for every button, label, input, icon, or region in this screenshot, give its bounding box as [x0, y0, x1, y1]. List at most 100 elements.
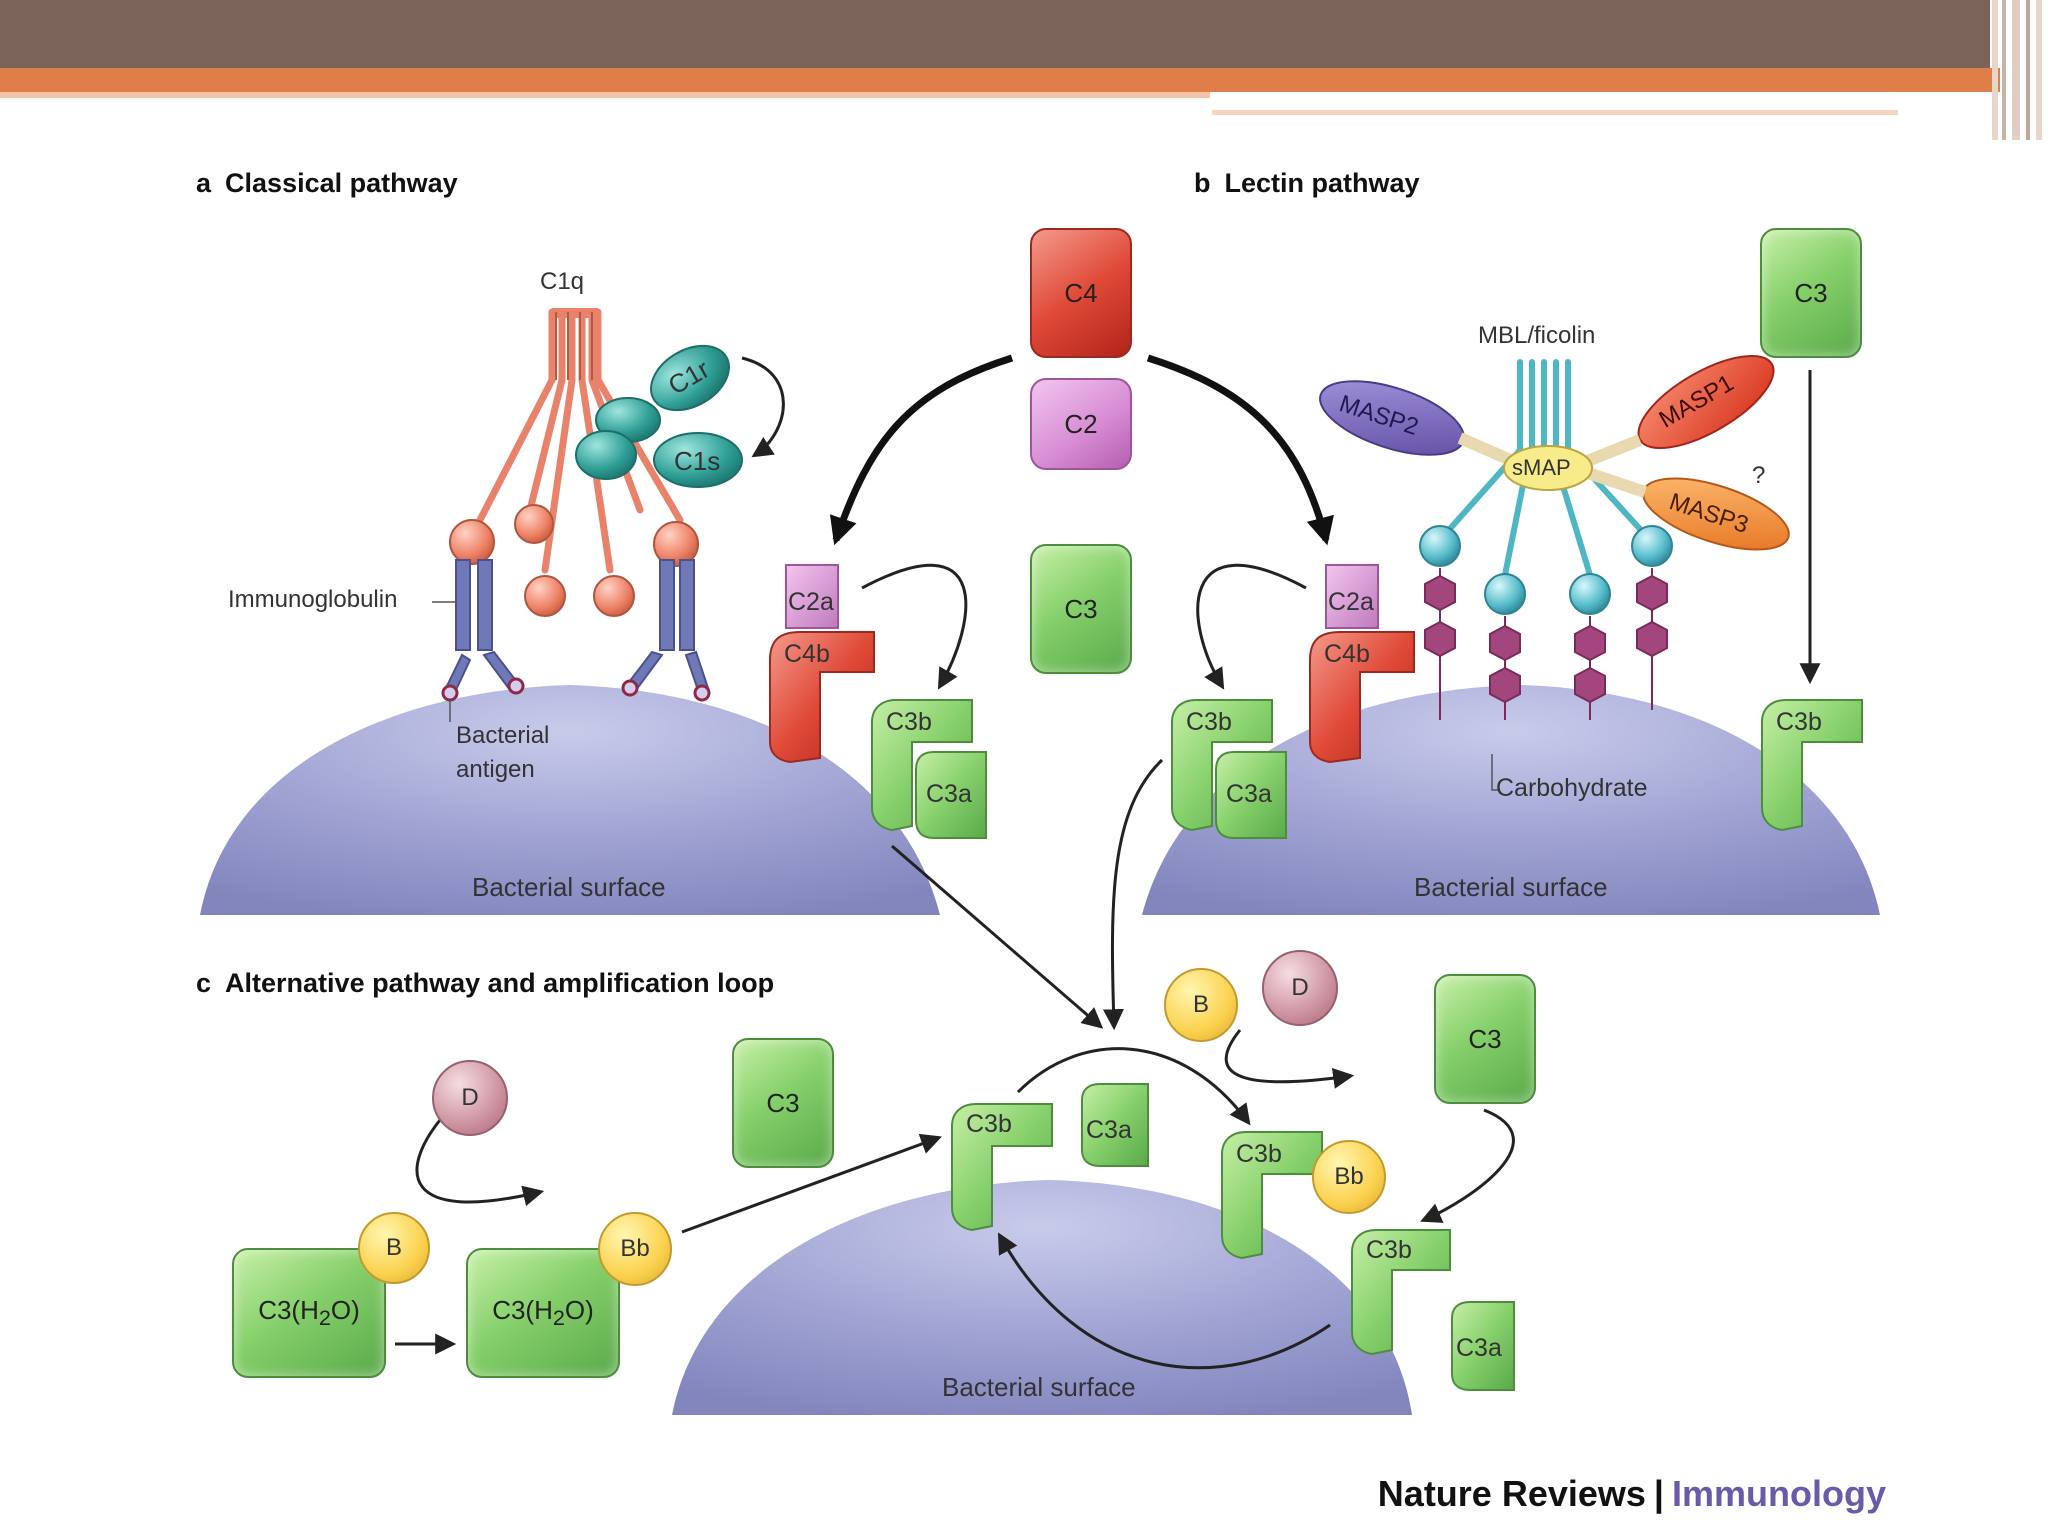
- c3b-fragment-c3: [1351, 1229, 1451, 1356]
- c3-box-lectin: C3: [1760, 228, 1862, 358]
- slide-header-bar: [0, 0, 1990, 68]
- c3b-fragment-b2: [1761, 699, 1863, 832]
- slide-corner-stripe: [2036, 0, 2042, 140]
- c3-box-alternative: C3: [732, 1038, 834, 1168]
- c3a-fragment-a: [915, 751, 987, 839]
- c3h2o-bb-to-c3b-arrow: [681, 1133, 942, 1234]
- lectin-to-alternative-arrow: [1102, 758, 1164, 1031]
- c2a-fragment-b: [1325, 564, 1379, 629]
- mbl-head: [1419, 525, 1461, 567]
- masp1-shape: [1637, 354, 1775, 450]
- c4b-label-b: C4b: [1324, 640, 1370, 668]
- bacterial-surface-label-b: Bacterial surface: [1414, 872, 1608, 902]
- c3b-fragment-c1: [951, 1103, 1053, 1232]
- mbl-ficolin-label: MBL/ficolin: [1478, 322, 1596, 349]
- d-to-b-arrow: [415, 1119, 545, 1207]
- bd-to-convertase-arrow: [1224, 1029, 1355, 1089]
- slide-corner-stripe: [2026, 0, 2030, 140]
- factor-d-circle-left: D: [432, 1060, 508, 1136]
- amplification-loop-arrow: [997, 1232, 1331, 1370]
- c3-box-center: C3: [1030, 544, 1132, 674]
- c3b-label-b: C3b: [1186, 708, 1232, 736]
- c2-box: C2: [1030, 378, 1132, 470]
- slide-accent-thin-bar: [0, 92, 1210, 98]
- bacterial-surface-a: [200, 685, 940, 915]
- c1q-label: C1q: [540, 268, 585, 295]
- c1r-to-c1s-arrow: [741, 356, 785, 458]
- c2a-label-a: C2a: [788, 588, 834, 616]
- c4b-label-a: C4b: [784, 640, 830, 668]
- panel-a-title-text: Classical pathway: [225, 168, 458, 198]
- panel-b-title-text: Lectin pathway: [1224, 168, 1420, 198]
- masp3-question-label: ?: [1752, 462, 1766, 489]
- factor-d-circle-right: D: [1262, 950, 1338, 1026]
- source-credit: Nature Reviews|Immunology: [1378, 1473, 1886, 1515]
- c3b-label-b2: C3b: [1776, 708, 1822, 736]
- smap-shape: [1503, 445, 1593, 491]
- bacterial-antigen: [441, 684, 459, 702]
- c3h2o-label-right: C3(H2O): [492, 1294, 594, 1331]
- c1s-shape: [653, 432, 743, 488]
- slide-accent-line: [1212, 110, 1898, 115]
- mbl-head: [1484, 573, 1526, 615]
- c3-to-c3b-arrow-c: [1420, 1108, 1515, 1223]
- smap-label: sMAP: [1512, 455, 1571, 480]
- factor-b-circle-left: B: [358, 1212, 430, 1284]
- slide-corner-stripe: [2012, 0, 2020, 140]
- c3h2o-label-left: C3(H2O): [258, 1294, 360, 1331]
- c3-box-alternative-label: C3: [766, 1087, 800, 1118]
- factor-bb-circle-right: Bb: [1312, 1140, 1386, 1214]
- c1q-head: [653, 521, 699, 567]
- c4-box: C4: [1030, 228, 1132, 358]
- c4-to-classical-arrow: [829, 354, 1014, 546]
- immunoglobulin-label: Immunoglobulin: [228, 586, 398, 613]
- c4b-fragment-a: [769, 631, 875, 764]
- c3b-label-a: C3b: [886, 708, 932, 736]
- c2a-label-b: C2a: [1328, 588, 1374, 616]
- bacterial-surface-label-c: Bacterial surface: [942, 1372, 1136, 1402]
- immunoglobulin-left: [443, 559, 522, 694]
- c1q-head: [524, 575, 566, 617]
- slide-corner-stripe: [2002, 0, 2006, 140]
- c1q-head: [514, 504, 554, 544]
- c3b-fragment-a: [871, 699, 973, 832]
- bacterial-surface-label-a: Bacterial surface: [472, 872, 666, 902]
- c2a-to-c3b-arrow-a: [861, 563, 968, 690]
- c3-box-amplification: C3: [1434, 974, 1536, 1104]
- c3b-fragment-c2: [1221, 1131, 1323, 1260]
- bacterial-antigen: [507, 677, 525, 695]
- c1s-label: C1s: [674, 446, 721, 476]
- masp-link: [1457, 432, 1647, 498]
- c3a-label-a: C3a: [926, 780, 972, 808]
- factor-bb-circle-left: Bb: [598, 1212, 672, 1286]
- c3b-fragment-b: [1171, 699, 1273, 832]
- slide-accent-bar: [0, 68, 2000, 92]
- mbl-head: [1569, 573, 1611, 615]
- carbohydrate-chains: [1424, 568, 1668, 720]
- factor-b-circle-right: B: [1164, 968, 1238, 1042]
- c1r-c1s-core: [575, 430, 637, 480]
- c3a-fragment-b: [1215, 751, 1287, 839]
- c2a-fragment-a: [785, 564, 839, 629]
- c1q-head: [593, 575, 635, 617]
- c3a-fragment-c2: [1451, 1301, 1515, 1391]
- c2a-to-c3b-arrow-b: [1196, 563, 1307, 690]
- panel-c-letter: c: [196, 968, 212, 998]
- panel-c-title-text: Alternative pathway and amplification lo…: [225, 968, 775, 998]
- panel-c-title: c Alternative pathway and amplification l…: [196, 968, 774, 999]
- c3b-label-c1: C3b: [966, 1110, 1012, 1138]
- c3h2o-box-left: C3(H2O): [232, 1248, 386, 1378]
- source-separator: |: [1653, 1473, 1664, 1514]
- c4b-fragment-b: [1309, 631, 1415, 764]
- bacterial-antigen-label-line2: antigen: [456, 756, 535, 783]
- c3b-label-c2: C3b: [1236, 1140, 1282, 1168]
- c3a-label-c1: C3a: [1086, 1116, 1132, 1144]
- mbl-head: [1631, 525, 1673, 567]
- carbohydrate-pointer: [1491, 754, 1500, 791]
- c3b-to-convertase-arrow: [1016, 1047, 1251, 1126]
- carbohydrate-label: Carbohydrate: [1496, 774, 1648, 802]
- c3a-label-b: C3a: [1226, 780, 1272, 808]
